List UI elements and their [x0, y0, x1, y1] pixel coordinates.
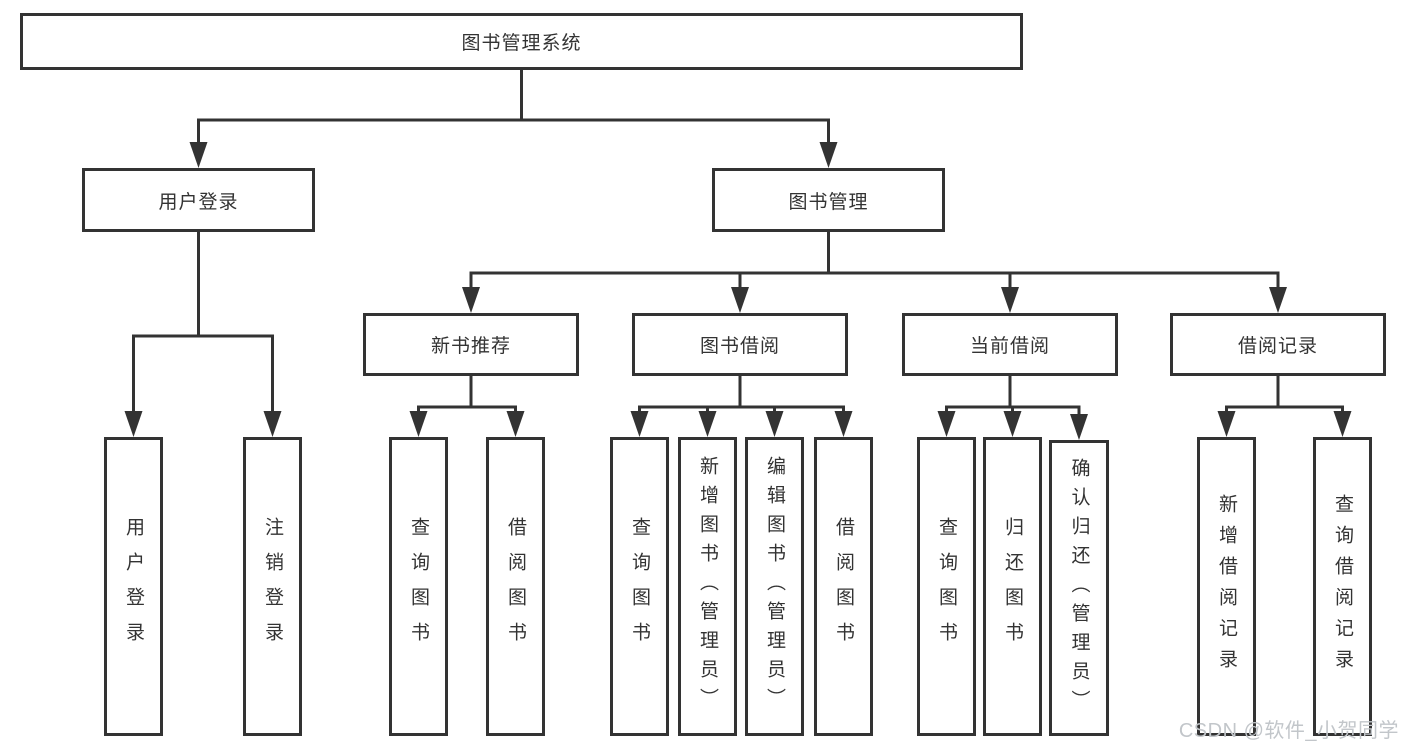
- node-new-book-recommendation: 新书推荐: [363, 313, 579, 376]
- leaf-borrow-books-2: 借阅图书: [814, 437, 873, 736]
- leaf-query-books-3: 查询图书: [917, 437, 976, 736]
- node-book-borrowing: 图书借阅: [632, 313, 848, 376]
- node-user-login: 用户登录: [82, 168, 315, 232]
- leaf-confirm-return-admin: 确认归还（管理员）: [1049, 440, 1109, 736]
- node-current-borrowing: 当前借阅: [902, 313, 1118, 376]
- leaf-logout: 注销登录: [243, 437, 302, 736]
- node-system-root: 图书管理系统: [20, 13, 1023, 70]
- leaf-borrow-books-1: 借阅图书: [486, 437, 545, 736]
- leaf-query-books-1: 查询图书: [389, 437, 448, 736]
- leaf-edit-book-admin: 编辑图书（管理员）: [745, 437, 804, 736]
- node-borrowing-records: 借阅记录: [1170, 313, 1386, 376]
- leaf-add-borrow-record: 新增借阅记录: [1197, 437, 1256, 736]
- csdn-watermark: CSDN @软件_小贺同学: [1178, 720, 1399, 742]
- leaf-query-books-2: 查询图书: [610, 437, 669, 736]
- leaf-query-borrow-record: 查询借阅记录: [1313, 437, 1372, 736]
- leaf-user-login: 用户登录: [104, 437, 163, 736]
- leaf-return-books: 归还图书: [983, 437, 1042, 736]
- node-book-management: 图书管理: [712, 168, 945, 232]
- leaf-add-book-admin: 新增图书（管理员）: [678, 437, 737, 736]
